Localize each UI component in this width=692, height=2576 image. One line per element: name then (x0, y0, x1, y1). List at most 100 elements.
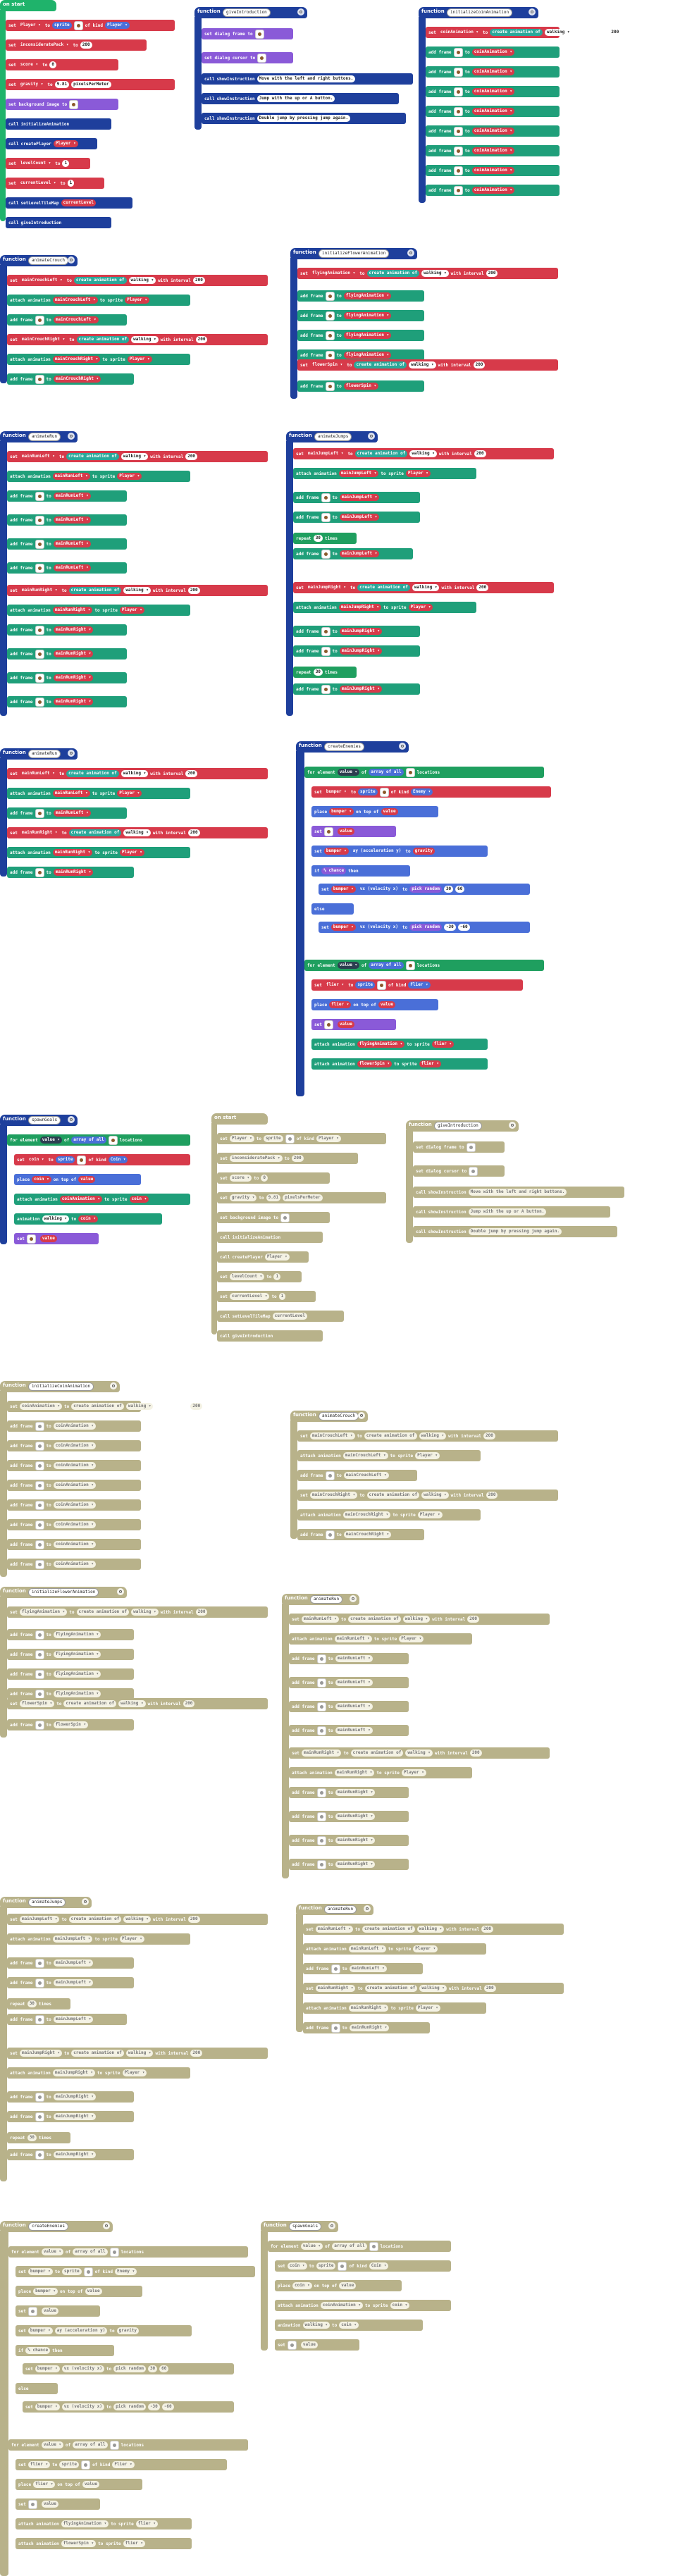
chip-main_run_left[interactable]: mainRunLeft (53, 564, 91, 571)
coin-frame-thumbnail[interactable] (453, 47, 463, 57)
chip-coin[interactable]: coin (129, 1196, 149, 1203)
chip-bumper[interactable]: bumper (35, 2365, 60, 2372)
chip-coin_anim[interactable]: coinAnimation (53, 1541, 96, 1548)
chip-main_run_left[interactable]: mainRunLeft (349, 1965, 387, 1972)
chip-coin_anim[interactable]: coinAnimation (471, 187, 514, 194)
chip-walking[interactable]: walking (42, 1215, 70, 1222)
chip-score[interactable]: score (18, 61, 41, 68)
jump-frame-thumbnail[interactable] (35, 2150, 44, 2160)
chip-main_run_left[interactable]: mainRunLeft (301, 1616, 339, 1623)
chip-main_jump_left[interactable]: mainJumpLeft (339, 550, 380, 557)
coin-thumbnail[interactable] (338, 2261, 347, 2271)
chip-flower_anim[interactable]: flyingAnimation (53, 1671, 101, 1678)
create-jump-right-block[interactable]: setmainJumpRighttocreate animation ofwal… (293, 582, 554, 593)
chip-flower_spin[interactable]: flowerSpin (61, 2540, 97, 2547)
chip-walking[interactable]: walking (128, 277, 156, 284)
gear-icon[interactable]: ⚙ (368, 433, 375, 440)
create-run-left-block[interactable]: setmainRunLefttocreate animation ofwalki… (7, 451, 268, 462)
chip-main_jump_right[interactable]: mainJumpRight (338, 604, 381, 611)
bumper-thumbnail[interactable] (83, 2267, 93, 2277)
set-dialog-frame-block[interactable]: set dialog frame to (202, 28, 293, 39)
function-name-field[interactable]: spawnGoals (28, 1116, 61, 1125)
chip-main_jump_left[interactable]: mainJumpLeft (339, 514, 380, 521)
chip-inconsiderate_pack[interactable]: inconsideratePack (18, 42, 71, 49)
bumper-thumbnail[interactable] (379, 787, 389, 797)
flower-frame-thumbnail[interactable] (325, 381, 335, 391)
create-run-right-block[interactable]: setmainRunRighttocreate animation ofwalk… (7, 585, 268, 596)
chip-walking[interactable]: walking (409, 361, 436, 369)
attach-right-animation-block[interactable]: attach animationmainCrouchRightto sprite… (7, 354, 190, 365)
chip-flier[interactable]: flier (123, 2540, 145, 2547)
coin-frame-thumbnail[interactable] (453, 185, 463, 195)
chip-score[interactable]: score (229, 1175, 252, 1182)
run-frame-thumbnail[interactable] (316, 1726, 326, 1735)
attach-jump-left-block[interactable]: attach animationmainJumpLeftto spritePla… (293, 468, 476, 479)
function-name-field[interactable]: animateCrouch (28, 256, 68, 265)
set-level-block[interactable]: setlevelCountto1 (217, 1271, 302, 1282)
chip-walking[interactable]: walking (421, 270, 449, 277)
flower-frame-thumbnail[interactable] (35, 1720, 44, 1730)
tile-thumbnail[interactable] (287, 2340, 297, 2350)
chip-kind_coin[interactable]: Coin (369, 2262, 389, 2270)
chip-kind_flier[interactable]: Flier (112, 2461, 135, 2468)
function-name-field[interactable]: initializeFlowerAnimation (319, 249, 390, 258)
chip-main_jump_right[interactable]: mainJumpRight (53, 2113, 96, 2120)
chip-value[interactable]: value (337, 962, 360, 969)
tile-thumbnail[interactable] (405, 960, 415, 970)
function-name-field[interactable]: spawnGoals (289, 2222, 322, 2231)
chip-bumper[interactable]: bumper (329, 808, 354, 815)
attach-run-left-block[interactable]: attach animationmainRunLeftto spritePlay… (289, 1633, 472, 1645)
player-variable-dropdown[interactable]: Player (229, 1135, 254, 1142)
chip-flower_anim[interactable]: flyingAnimation (53, 1651, 101, 1658)
chip-main_jump_left[interactable]: mainJumpLeft (339, 494, 380, 501)
chip-player[interactable]: Player (117, 790, 142, 797)
coin-frame-thumbnail[interactable] (35, 1441, 44, 1451)
function-name-field[interactable]: animateRun (28, 750, 61, 758)
coin-frame-thumbnail[interactable] (453, 87, 463, 97)
chip-coin_anim[interactable]: coinAnimation (471, 128, 514, 135)
chip-coin[interactable]: coin (390, 2302, 410, 2309)
chip-main_run_left[interactable]: mainRunLeft (53, 516, 91, 524)
function-name-field[interactable]: giveIntroduction (434, 1122, 482, 1130)
chip-flower_anim[interactable]: flyingAnimation (19, 1609, 68, 1616)
chip-main_crouch_left[interactable]: mainCrouchLeft (52, 297, 98, 304)
coin-frame-thumbnail[interactable] (35, 1421, 44, 1431)
chip-main_jump_right[interactable]: mainJumpRight (339, 628, 382, 635)
chip-main_run_right[interactable]: mainRunRight (301, 1750, 342, 1757)
function-name-field[interactable]: animateRun (28, 433, 61, 441)
flower-frame-thumbnail[interactable] (35, 1649, 44, 1659)
chip-player[interactable]: Player (122, 2069, 147, 2076)
player-sprite-thumbnail[interactable] (73, 20, 83, 30)
tile-thumbnail[interactable] (109, 2440, 119, 2450)
run-frame-thumbnail[interactable] (35, 673, 44, 683)
create-left-animation-block[interactable]: setmainCrouchLefttocreate animation ofwa… (297, 1430, 558, 1442)
chip-player[interactable]: Player (415, 2005, 440, 2012)
chip-main_run_right[interactable]: mainRunRight (335, 1789, 376, 1796)
chip-walking[interactable]: walking (121, 770, 149, 777)
chip-kind_enemy[interactable]: Enemy (114, 2268, 137, 2275)
chip-bumper[interactable]: bumper (330, 886, 356, 893)
set-background-block[interactable]: set background image to (217, 1212, 330, 1223)
chip-walking[interactable]: walking (416, 1926, 445, 1933)
chip-bumper[interactable]: bumper (330, 924, 356, 931)
chip-main_jump_left[interactable]: mainJumpLeft (53, 1979, 94, 1986)
